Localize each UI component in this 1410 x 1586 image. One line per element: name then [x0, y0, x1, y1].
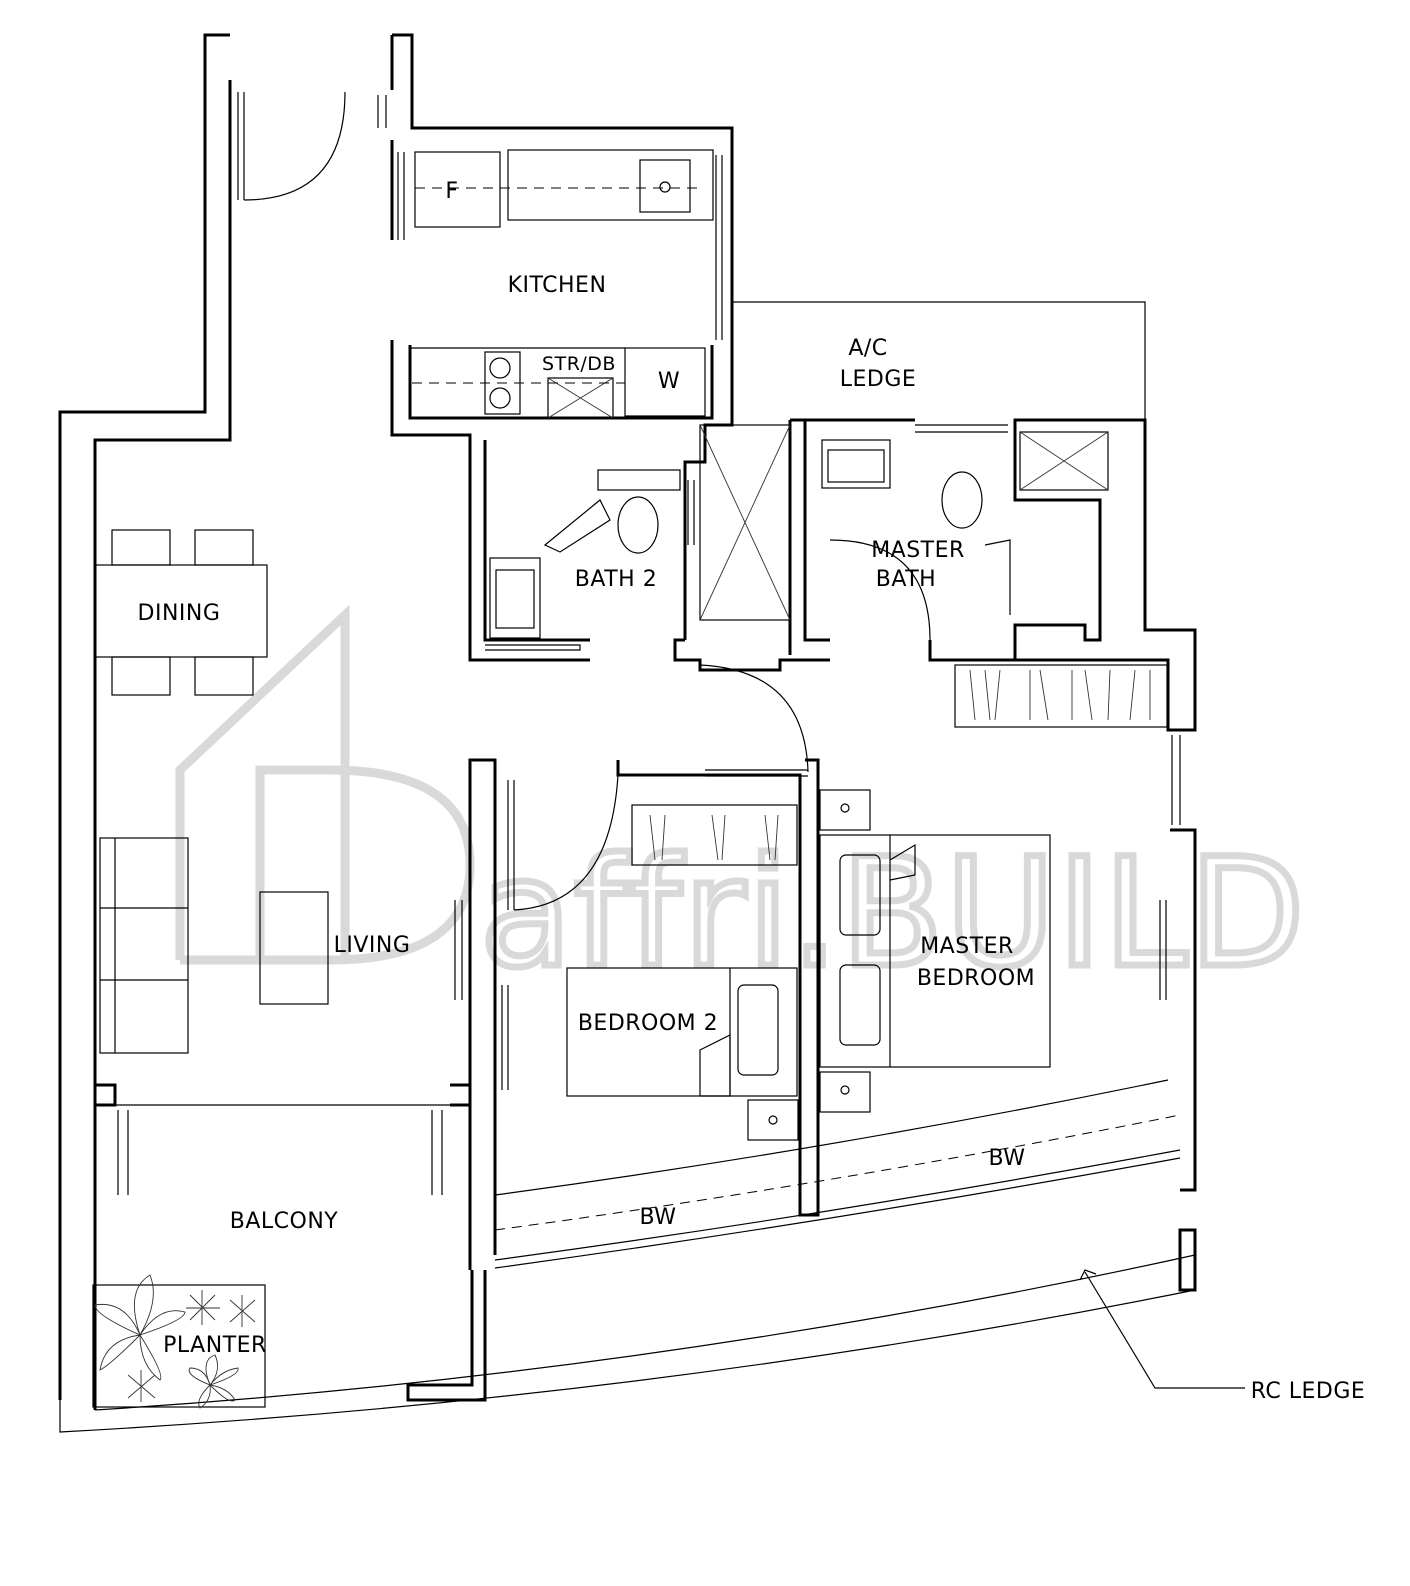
- bedroom2-label: BEDROOM 2: [578, 1011, 718, 1036]
- bay-window-label-master: BW: [988, 1146, 1025, 1171]
- planter-plants-icon: [94, 1274, 256, 1409]
- watermark: affri.BUILD: [175, 604, 1308, 1005]
- planter-label: PLANTER: [163, 1333, 267, 1358]
- watermark-text: affri.BUILD: [480, 827, 1307, 1001]
- master-bath-label-line2: BATH: [876, 567, 936, 592]
- thin-lines: [59, 91, 1245, 1433]
- living-label: LIVING: [334, 933, 411, 958]
- store-label: STR/DB: [542, 353, 616, 375]
- room-labels: F KITCHEN STR/DB W A/C LEDGE DINING BATH…: [138, 179, 1366, 1404]
- bath2-label: BATH 2: [575, 567, 657, 592]
- watermark-house-icon: [175, 604, 350, 960]
- master-bedroom-label-line1: MASTER: [920, 934, 1014, 959]
- dining-label: DINING: [138, 601, 221, 626]
- walls: [58, 33, 1197, 1410]
- washer-label: W: [658, 369, 680, 394]
- fridge-label: F: [445, 179, 458, 204]
- rc-ledge-label: RC LEDGE: [1251, 1379, 1366, 1404]
- ac-ledge-label-line2: LEDGE: [840, 367, 917, 392]
- ac-ledge-label-line1: A/C: [848, 336, 887, 361]
- balcony-label: BALCONY: [230, 1209, 339, 1234]
- bay-window-label-bedroom2: BW: [639, 1205, 676, 1230]
- watermark-d-icon: [180, 765, 475, 965]
- kitchen-label: KITCHEN: [508, 273, 607, 298]
- master-bedroom-label-line2: BEDROOM: [917, 966, 1035, 991]
- master-bath-label-line1: MASTER: [871, 538, 965, 563]
